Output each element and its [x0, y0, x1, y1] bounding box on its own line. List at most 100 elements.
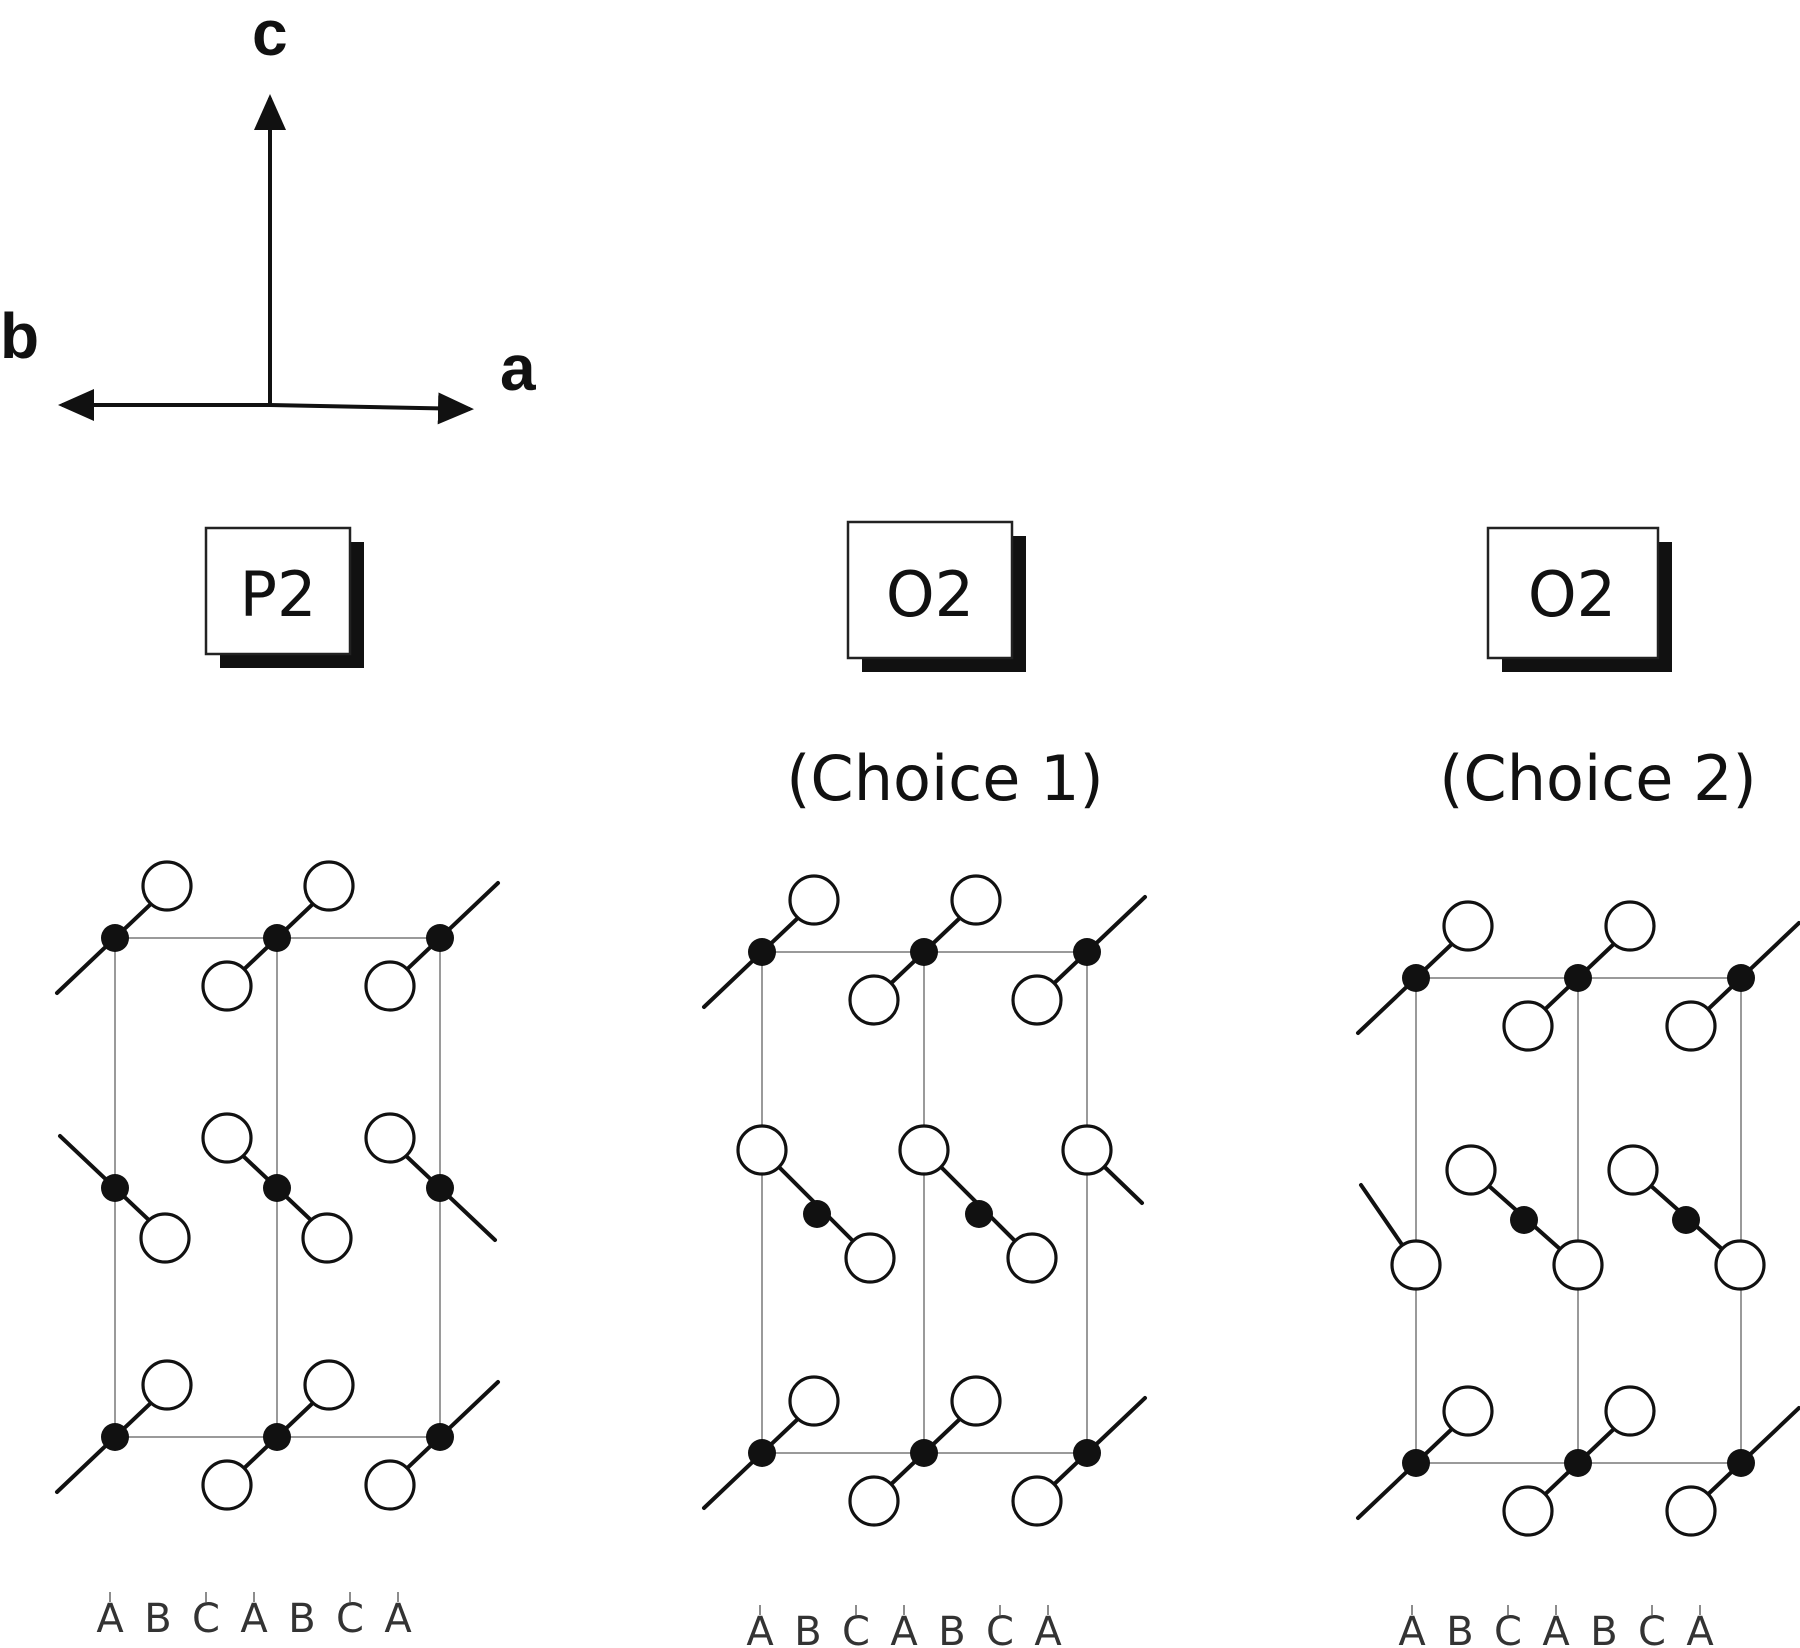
filled-atom	[910, 1439, 938, 1467]
filled-atom	[1510, 1206, 1538, 1234]
open-atom	[1665, 1485, 1717, 1537]
panel-subtitle: (Choice 2)	[1439, 742, 1757, 815]
stacking-letter: A	[1398, 1609, 1426, 1648]
title-box	[846, 520, 1014, 660]
filled-atom	[910, 938, 938, 966]
open-atom	[1607, 1144, 1659, 1196]
filled-atom	[1564, 964, 1592, 992]
open-atom	[1714, 1239, 1766, 1291]
filled-atom	[748, 938, 776, 966]
filled-atom	[965, 1200, 993, 1228]
open-atom	[364, 1112, 416, 1164]
open-atom	[1502, 1000, 1554, 1052]
filled-atom	[1402, 1449, 1430, 1477]
open-atom	[1011, 974, 1063, 1026]
panel-title: O2	[1528, 558, 1616, 631]
a-axis-label: a	[500, 332, 536, 404]
filled-atom	[1073, 938, 1101, 966]
open-atom	[1442, 1385, 1494, 1437]
filled-atom	[263, 1423, 291, 1451]
open-atom	[1006, 1232, 1058, 1284]
open-atom	[1552, 1239, 1604, 1291]
filled-atom	[1727, 964, 1755, 992]
open-atom	[1604, 1385, 1656, 1437]
open-atom	[788, 874, 840, 926]
open-atom	[736, 1124, 788, 1176]
a-axis-arrow	[269, 392, 474, 425]
filled-atom	[426, 924, 454, 952]
panel-subtitle: (Choice 1)	[786, 742, 1104, 815]
axis-indicator: c b a	[0, 0, 536, 425]
open-atom	[139, 1212, 191, 1264]
stacking-letter: A	[240, 1596, 268, 1642]
filled-atom	[426, 1174, 454, 1202]
stacking-letter: A	[746, 1609, 774, 1648]
open-atom	[1604, 900, 1656, 952]
filled-atom	[1727, 1449, 1755, 1477]
stacking-letter: B	[938, 1609, 965, 1648]
open-atom	[950, 1375, 1002, 1427]
open-atom	[1061, 1124, 1113, 1176]
stacking-letter: B	[288, 1596, 315, 1642]
open-atom	[301, 1212, 353, 1264]
filled-atom	[101, 924, 129, 952]
open-atom	[1665, 1000, 1717, 1052]
stacking-letter: B	[794, 1609, 821, 1648]
stacking-letter: A	[890, 1609, 918, 1648]
open-atom	[1390, 1239, 1442, 1291]
open-atom	[364, 1459, 416, 1511]
open-atom	[303, 860, 355, 912]
stacking-letter: A	[1686, 1609, 1714, 1648]
filled-atom	[748, 1439, 776, 1467]
open-atom	[1502, 1485, 1554, 1537]
filled-atom	[1073, 1439, 1101, 1467]
open-atom	[201, 960, 253, 1012]
open-atom	[844, 1232, 896, 1284]
filled-atom	[101, 1174, 129, 1202]
filled-atom	[1672, 1206, 1700, 1234]
open-atom	[950, 874, 1002, 926]
stacking-letter: C	[336, 1596, 364, 1642]
stacking-letter: A	[1034, 1609, 1062, 1648]
open-atom	[303, 1359, 355, 1411]
stacking-letter: A	[384, 1596, 412, 1642]
stacking-letter: C	[1494, 1609, 1522, 1648]
open-atom	[788, 1375, 840, 1427]
open-atom	[141, 1359, 193, 1411]
filled-atom	[1402, 964, 1430, 992]
open-atom	[848, 974, 900, 1026]
filled-atom	[263, 924, 291, 952]
open-atom	[201, 1112, 253, 1164]
filled-atom	[426, 1423, 454, 1451]
open-atom	[364, 960, 416, 1012]
title-box	[1486, 526, 1660, 660]
filled-atom	[1564, 1449, 1592, 1477]
stacking-letter: A	[1542, 1609, 1570, 1648]
stacking-letter: C	[842, 1609, 870, 1648]
stacking-letter: C	[986, 1609, 1014, 1648]
panel-title: O2	[886, 558, 974, 631]
filled-atom	[803, 1200, 831, 1228]
stacking-letter: B	[1590, 1609, 1617, 1648]
filled-atom	[263, 1174, 291, 1202]
title-box	[204, 526, 352, 656]
open-atom	[201, 1459, 253, 1511]
b-axis-label: b	[0, 300, 39, 372]
open-atom	[1011, 1475, 1063, 1527]
c-axis-label: c	[252, 0, 288, 69]
panel-title: P2	[240, 558, 317, 631]
open-atom	[898, 1124, 950, 1176]
stacking-letter: B	[1446, 1609, 1473, 1648]
stacking-letter: B	[144, 1596, 171, 1642]
open-atom	[1442, 900, 1494, 952]
open-atom	[848, 1475, 900, 1527]
open-atom	[1445, 1144, 1497, 1196]
stacking-letter: C	[1638, 1609, 1666, 1648]
stacking-letter: A	[96, 1596, 124, 1642]
open-atom	[141, 860, 193, 912]
filled-atom	[101, 1423, 129, 1451]
stacking-letter: C	[192, 1596, 220, 1642]
